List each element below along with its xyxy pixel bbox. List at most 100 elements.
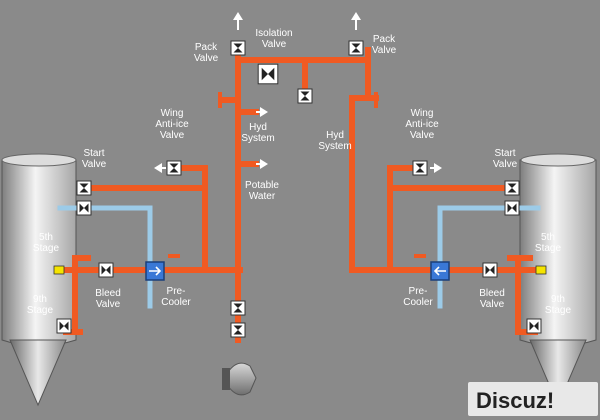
bowtie-valve-icon <box>261 67 275 81</box>
bowtie-valve-icon <box>415 163 425 173</box>
label-line: 5th <box>39 232 53 243</box>
left-precooler[interactable] <box>145 261 165 281</box>
label-line: Pack <box>373 34 396 45</box>
label-precooler-left: Pre-Cooler <box>161 286 191 308</box>
right-pack-arrow-icon <box>351 12 361 30</box>
left-pack-arrow-icon <box>233 12 243 30</box>
bowtie-valve-icon <box>507 203 517 213</box>
label-line: 9th <box>33 294 47 305</box>
label-line: Start <box>494 148 515 159</box>
right-antiice-valve[interactable] <box>412 160 428 176</box>
apu <box>222 362 257 396</box>
left-hyd-arrow-icon <box>256 107 268 117</box>
potable-water-arrow-icon <box>256 159 268 169</box>
right-pack-valve[interactable] <box>348 40 364 56</box>
bowtie-valve-icon <box>101 265 111 275</box>
bowtie-valve-icon <box>169 163 179 173</box>
label-line: Stage <box>535 243 562 254</box>
apu-valve-lower[interactable] <box>230 322 246 338</box>
label-line: 5th <box>541 232 555 243</box>
label-line: Cooler <box>161 297 191 308</box>
label-precooler-right: Pre-Cooler <box>403 286 433 308</box>
bowtie-valve-icon <box>233 325 243 335</box>
label-line: Stage <box>545 305 572 316</box>
left-bleed-valve[interactable] <box>98 262 114 278</box>
center-check-valve[interactable] <box>297 88 313 104</box>
label-line: Valve <box>82 159 107 170</box>
left-antiice-valve[interactable] <box>166 160 182 176</box>
label-line: Valve <box>410 130 435 141</box>
label-line: 9th <box>551 294 565 305</box>
bowtie-valve-icon <box>351 43 361 53</box>
label-line: Wing <box>161 108 184 119</box>
left-fan-air-valve[interactable] <box>76 200 92 216</box>
label-line: Valve <box>160 130 185 141</box>
label-line: System <box>318 141 351 152</box>
duct-caps <box>168 92 426 258</box>
label-line: Valve <box>96 299 121 310</box>
right-bleed-valve[interactable] <box>482 262 498 278</box>
bowtie-valve-icon <box>485 265 495 275</box>
label-line: Valve <box>493 159 518 170</box>
label-line: Bleed <box>479 288 505 299</box>
bowtie-valve-icon <box>233 43 243 53</box>
label-line: Cooler <box>403 297 433 308</box>
flow-arrows <box>154 12 442 173</box>
bowtie-valve-icon <box>59 321 69 331</box>
valves <box>56 40 542 338</box>
bowtie-valve-icon <box>300 91 310 101</box>
label-line: Potable <box>245 180 279 191</box>
bowtie-valve-icon <box>507 183 517 193</box>
label-line: Wing <box>411 108 434 119</box>
left-antiice-arrow-icon <box>154 163 166 173</box>
right-precooler[interactable] <box>430 261 450 281</box>
left-9th-stage-valve[interactable] <box>56 318 72 334</box>
label-line: Stage <box>27 305 54 316</box>
label-line: Start <box>83 148 104 159</box>
left-start-valve[interactable] <box>76 180 92 196</box>
left-pack-valve[interactable] <box>230 40 246 56</box>
bowtie-valve-icon <box>233 303 243 313</box>
bowtie-valve-icon <box>79 183 89 193</box>
watermark-text: Discuz! <box>476 388 554 413</box>
right-5th-stage-port <box>535 265 547 275</box>
left-engine <box>1 153 77 407</box>
apu-valve-upper[interactable] <box>230 300 246 316</box>
watermark: Discuz! <box>468 382 598 416</box>
label-line: Stage <box>33 243 60 254</box>
label-line: Water <box>249 191 276 202</box>
label-line: Pre- <box>409 286 428 297</box>
right-engine <box>519 153 597 407</box>
label-line: Anti-ice <box>155 119 189 130</box>
right-start-valve[interactable] <box>504 180 520 196</box>
isolation-valve[interactable] <box>257 63 279 85</box>
label-line: Bleed <box>95 288 121 299</box>
right-antiice-arrow-icon <box>430 163 442 173</box>
label-line: System <box>241 133 274 144</box>
label-line: Hyd <box>249 122 267 133</box>
label-line: Pack <box>195 42 218 53</box>
label-line: Valve <box>480 299 505 310</box>
bleed-air-ducts <box>59 47 543 343</box>
right-fan-air-valve[interactable] <box>504 200 520 216</box>
label-line: Valve <box>372 45 397 56</box>
label-line: Hyd <box>326 130 344 141</box>
right-9th-stage-valve[interactable] <box>526 318 542 334</box>
label-line: Pre- <box>167 286 186 297</box>
left-5th-stage-port <box>53 265 65 275</box>
